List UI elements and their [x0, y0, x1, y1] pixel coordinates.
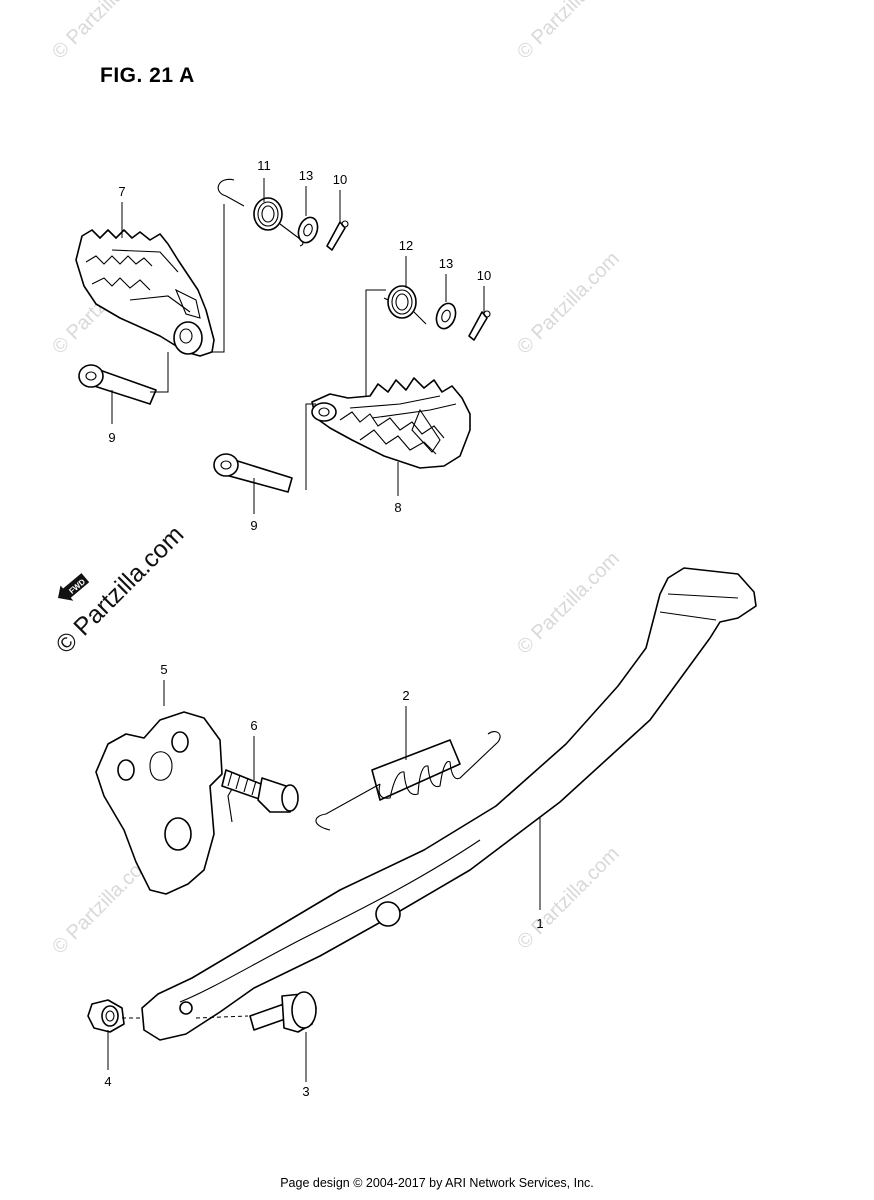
- callout-8: 8: [394, 500, 401, 515]
- assembly-lines-lower: [122, 1015, 249, 1019]
- bracket-5: [95, 680, 237, 895]
- callout-12: 12: [399, 238, 413, 253]
- callout-4: 4: [104, 1074, 111, 1089]
- callout-10a: 10: [333, 172, 347, 187]
- watermark: © Partzilla.com: [513, 248, 624, 359]
- watermark: © Partzilla.com: [513, 843, 624, 954]
- callout-13a: 13: [299, 168, 313, 183]
- callout-3: 3: [302, 1084, 309, 1099]
- pin-9b: [213, 453, 293, 493]
- side-stand-1: [141, 567, 757, 1041]
- callout-9b: 9: [250, 518, 257, 533]
- brand-mark: © Partzilla.com FWD: [50, 520, 189, 659]
- page-footer: Page design © 2004-2017 by ARI Network S…: [280, 1176, 594, 1190]
- cotter-pin-10b: [468, 310, 491, 341]
- watermark: © Partzilla.com: [513, 0, 624, 64]
- watermark: © Partzilla.com: [48, 0, 159, 64]
- callout-labels: 1 2 3 4 5 6 7 8 9 9 10 10 11 12 13 13: [104, 158, 543, 1099]
- callout-leaders: [107, 178, 541, 1082]
- footrest-8: [311, 377, 471, 469]
- callout-6: 6: [250, 718, 257, 733]
- pin-9a: [78, 364, 157, 405]
- callout-11: 11: [257, 158, 271, 173]
- nut-4: [87, 999, 125, 1033]
- assembly-lines-upper: [150, 204, 386, 490]
- callout-5: 5: [160, 662, 167, 677]
- footrest-7: [75, 229, 215, 357]
- washer-13b: [435, 302, 457, 330]
- spring-11: [217, 178, 304, 247]
- callout-9a: 9: [108, 430, 115, 445]
- callout-2: 2: [402, 688, 409, 703]
- figure-title: FIG. 21 A: [100, 64, 195, 87]
- callout-7: 7: [118, 184, 125, 199]
- callout-10b: 10: [477, 268, 491, 283]
- watermark: © Partzilla.com: [513, 548, 624, 659]
- washer-13a: [297, 216, 319, 244]
- spring-12: [383, 285, 427, 325]
- callout-13b: 13: [439, 256, 453, 271]
- spring-2: [315, 731, 501, 831]
- callout-1: 1: [536, 916, 543, 931]
- fwd-arrow-icon: FWD: [58, 573, 90, 601]
- bolt-6: [221, 769, 299, 813]
- cotter-pin-10a: [326, 220, 349, 251]
- bolt-3: [249, 991, 317, 1033]
